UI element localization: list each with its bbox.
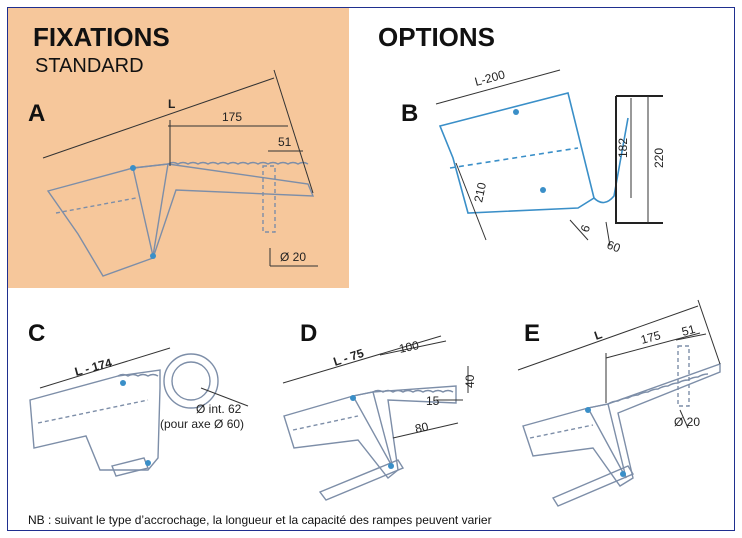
pin-e-hidden bbox=[677, 345, 690, 407]
ramp-e-hidden-line bbox=[529, 424, 594, 439]
weld-point bbox=[388, 463, 394, 469]
dim-d-80-label: 80 bbox=[414, 419, 430, 436]
ramp-e-grip-surface bbox=[607, 373, 709, 405]
figure-a-letter: A bbox=[28, 100, 46, 127]
weld-point bbox=[150, 253, 156, 259]
dim-b-l200-line bbox=[435, 69, 561, 105]
dim-c-l174-line bbox=[39, 347, 171, 389]
dim-c-ring-label: Ø int. 62 bbox=[196, 402, 242, 416]
dim-e-51-line bbox=[675, 333, 707, 341]
ramp-d-grip-surface bbox=[372, 389, 454, 393]
ramp-c-foot bbox=[111, 457, 149, 477]
dim-a-l-extension bbox=[273, 69, 314, 194]
dim-a-phi-label: Ø 20 bbox=[280, 250, 306, 264]
weld-point bbox=[350, 395, 356, 401]
dim-a-175-label: 175 bbox=[222, 110, 242, 124]
figure-d-letter: D bbox=[300, 320, 318, 347]
weld-point bbox=[120, 380, 126, 386]
dim-b-182-label: 182 bbox=[616, 138, 630, 158]
options-title: OPTIONS bbox=[378, 22, 496, 52]
ramp-b-hook bbox=[593, 117, 629, 204]
ramp-e-foot bbox=[551, 465, 635, 507]
dim-e-175-label: 175 bbox=[639, 328, 662, 347]
dim-e-51-label: 51 bbox=[680, 322, 697, 339]
dim-e-l-extension bbox=[697, 299, 721, 365]
dim-d-80-line bbox=[392, 422, 459, 439]
dim-c-axe-label: (pour axe Ø 60) bbox=[160, 417, 244, 431]
ramp-c-hidden-line bbox=[37, 399, 149, 424]
dim-a-l-line bbox=[42, 77, 275, 159]
dim-b-60-line bbox=[605, 221, 611, 247]
dim-e-phi-label: Ø 20 bbox=[674, 415, 700, 429]
dim-a-l-label: L bbox=[168, 97, 175, 111]
dim-c-ring-leader bbox=[200, 387, 249, 407]
standard-panel bbox=[8, 8, 349, 288]
dim-d-100-line bbox=[379, 340, 447, 356]
ramp-d-foot bbox=[318, 459, 405, 501]
ramp-c-outline bbox=[29, 369, 161, 471]
ramp-a-grip-surface bbox=[167, 161, 309, 165]
beam-b-profile bbox=[615, 95, 663, 224]
ramp-d-bracket bbox=[351, 391, 394, 469]
dim-b-210-label: 210 bbox=[471, 181, 489, 204]
fixations-title: FIXATIONS bbox=[33, 22, 170, 52]
dim-b-210-line bbox=[455, 162, 487, 241]
ring-c-outer bbox=[163, 353, 219, 409]
weld-point bbox=[145, 460, 151, 466]
dim-e-l-line bbox=[517, 305, 699, 371]
ring-c-inner bbox=[171, 361, 211, 401]
dim-a-51-label: 51 bbox=[278, 135, 292, 149]
figure-a-drawing: L 175 51 Ø 20 bbox=[42, 69, 318, 277]
dim-d-100-label: 100 bbox=[398, 338, 421, 356]
dim-e-phi-leader bbox=[679, 409, 689, 429]
dim-e-l-label: L bbox=[592, 327, 604, 343]
dim-d-15-label: 15 bbox=[426, 394, 440, 408]
fixations-frame: FIXATIONS STANDARD OPTIONS A B C D E L 1… bbox=[7, 7, 735, 531]
dim-e-175-line bbox=[605, 332, 701, 359]
figure-c-drawing: L - 174 Ø int. 62 (pour axe Ø 60) bbox=[29, 347, 249, 477]
dim-b-220-label: 220 bbox=[652, 148, 666, 168]
dim-b-6-label: 6 bbox=[578, 223, 594, 234]
dim-b-6-line bbox=[569, 219, 589, 241]
weld-point bbox=[130, 165, 136, 171]
ramp-b-hidden-line bbox=[449, 147, 579, 169]
dim-d-l75-line bbox=[282, 335, 442, 384]
ramp-a-bracket bbox=[132, 163, 169, 257]
figure-c-letter: C bbox=[28, 320, 46, 347]
figure-b-drawing: L-200 210 182 220 6 60 bbox=[435, 67, 666, 256]
standard-subtitle: STANDARD bbox=[35, 55, 144, 77]
figure-e-letter: E bbox=[524, 320, 541, 347]
weld-point bbox=[620, 471, 626, 477]
footnote: NB : suivant le type d’accrochage, la lo… bbox=[28, 513, 492, 527]
figure-d-drawing: L - 75 100 40 15 80 bbox=[282, 335, 477, 501]
ramp-b-outline bbox=[438, 92, 595, 214]
figure-e-drawing: L 175 51 Ø 20 bbox=[517, 299, 721, 507]
dim-b-60-label: 60 bbox=[605, 238, 623, 256]
figure-b-letter: B bbox=[401, 100, 419, 127]
ramp-c-grip-surface bbox=[117, 373, 159, 377]
weld-point bbox=[540, 187, 546, 193]
pin-a-hidden bbox=[262, 165, 276, 233]
weld-point bbox=[585, 407, 591, 413]
dim-d-40-label: 40 bbox=[463, 374, 477, 388]
weld-point bbox=[513, 109, 519, 115]
ramp-e-bracket bbox=[586, 403, 627, 479]
